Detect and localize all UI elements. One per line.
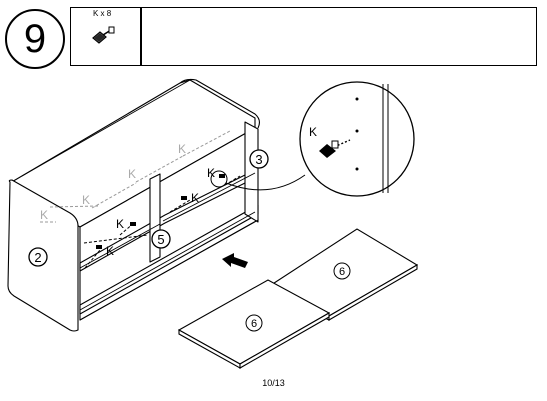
parts-table-divider (140, 8, 142, 65)
cam-lock-detail-icon (319, 139, 351, 158)
fitting-icon (96, 245, 102, 249)
fitting-label-k: K (82, 193, 90, 207)
page-number: 10/13 (262, 378, 285, 388)
fitting-icon (130, 222, 136, 226)
step-number: 9 (5, 9, 65, 69)
direction-arrow-icon (222, 253, 248, 268)
fitting-label-k: K (40, 208, 48, 222)
step-number-text: 9 (23, 17, 47, 61)
fitting-label-k: K (106, 244, 114, 258)
panel-label-back: 3 (255, 152, 262, 167)
panel-number-circle (151, 229, 171, 249)
fitting-label-k: K (128, 167, 136, 181)
cam-lock-fitting-icon (92, 26, 115, 44)
panel-label-door: 6 (339, 266, 345, 278)
panel-label-side: 2 (34, 250, 41, 265)
fitting-label-k: K (207, 166, 215, 180)
fitting-label-k: K (178, 142, 186, 156)
detail-callout (299, 81, 415, 197)
parts-table: K x 8 (70, 7, 537, 66)
panel-number-circle (28, 247, 48, 267)
cabinet-divider (149, 173, 161, 263)
fitting-label-k: K (309, 125, 317, 139)
parts-quantity: K x 8 (93, 9, 112, 18)
fitting-label-k: K (191, 191, 199, 205)
fitting-icon (181, 196, 187, 200)
panel-label-door: 6 (251, 318, 257, 330)
fitting-label-k: K (116, 217, 124, 231)
panel-label-divider: 5 (157, 232, 164, 247)
fitting-icon (219, 174, 225, 178)
panel-number-circle (249, 149, 269, 169)
